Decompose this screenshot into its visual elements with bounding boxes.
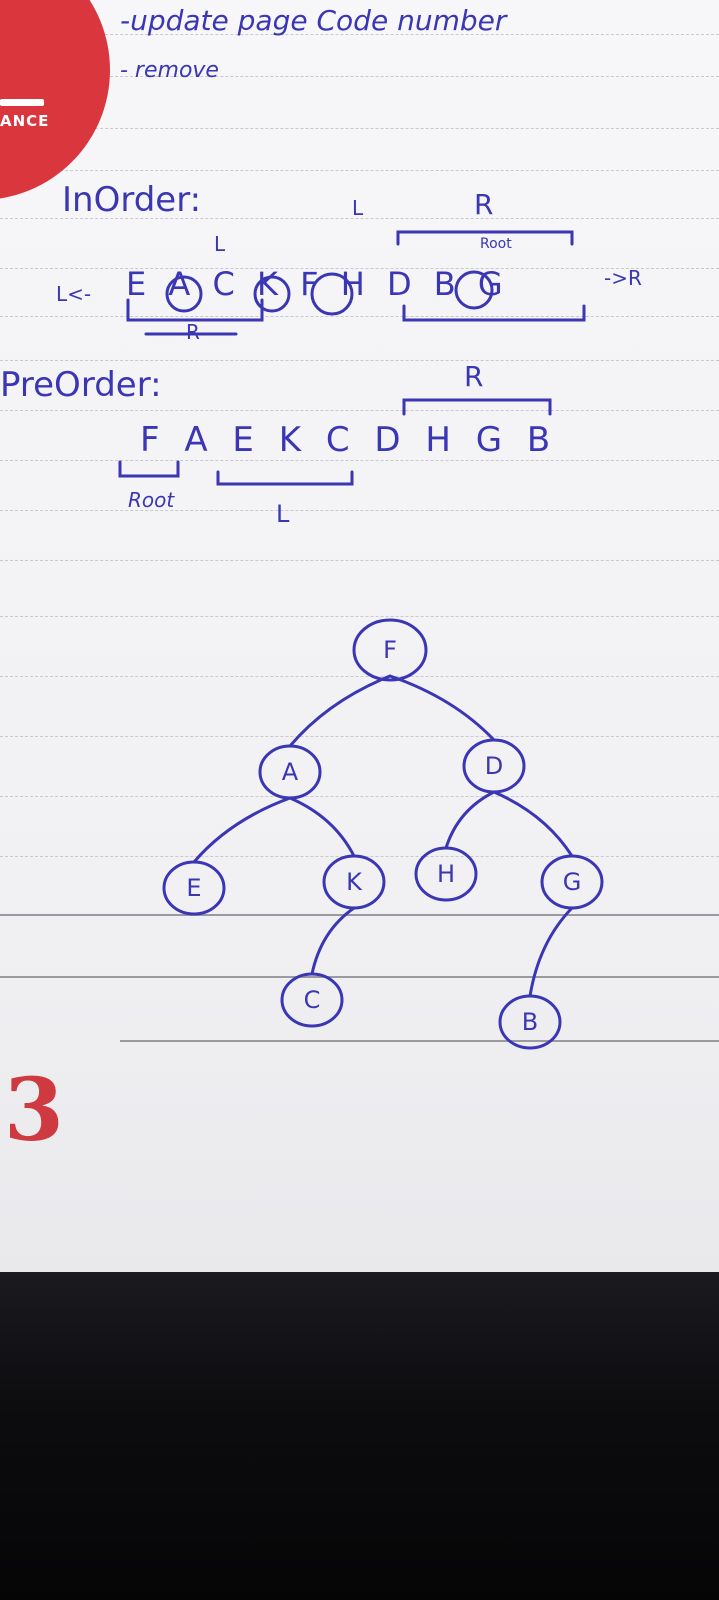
inorder-root-tag: Root: [480, 236, 512, 252]
rule-line: [0, 128, 719, 129]
rule-line: [0, 796, 719, 797]
node-G-label: G: [563, 868, 582, 896]
binary-tree-diagram: F A D E K H G C B: [118, 230, 604, 1050]
node-G-circle: [540, 854, 604, 910]
rule-line: [0, 460, 719, 461]
bracket: [396, 230, 574, 246]
node-A-label: A: [282, 758, 299, 786]
bracket: [402, 304, 586, 322]
node-D-label: D: [485, 752, 503, 780]
inorder-arrow-right: ->R: [604, 266, 642, 290]
edge-F-D: [388, 674, 496, 742]
node-A-circle: [258, 744, 322, 800]
node-H-circle: [414, 846, 478, 902]
edge-G-B: [528, 906, 574, 998]
preorder-root-tag: Root: [128, 488, 175, 512]
node-F-circle: [352, 618, 428, 682]
node-D-circle: [462, 738, 526, 794]
preorder-label: PreOrder:: [0, 365, 162, 405]
node-K-label: K: [346, 868, 363, 896]
rule-line: [0, 170, 719, 171]
inorder-sub-right: R: [186, 320, 200, 344]
node-B-label: B: [522, 1008, 538, 1036]
bracket: [126, 298, 264, 322]
notebook-page: ANCE -update page Code number - remove I…: [0, 0, 719, 1272]
rule-line: [0, 218, 719, 219]
rule-line: [0, 976, 719, 978]
node-F-label: F: [383, 636, 397, 664]
rule-line: [0, 268, 719, 269]
edge-A-E: [192, 796, 292, 864]
node-H-label: H: [437, 860, 455, 888]
bracket: [402, 398, 552, 416]
node-circle: [310, 272, 354, 316]
node-E-circle: [162, 860, 226, 916]
node-C-circle: [280, 972, 344, 1028]
bracket: [216, 470, 354, 486]
rule-line: [0, 676, 719, 677]
rule-line: [120, 1040, 719, 1042]
node-circle: [165, 275, 203, 313]
rule-line: [0, 736, 719, 737]
inorder-right-marker: R: [474, 188, 494, 221]
node-B-circle: [498, 994, 562, 1050]
rule-line: [0, 410, 719, 411]
brand-mark: [0, 99, 44, 106]
inorder-arrow-left: L<-: [56, 282, 92, 306]
rule-line: [0, 616, 719, 617]
preorder-right-marker: R: [464, 360, 484, 393]
edge-D-G: [492, 790, 574, 858]
brand-text: ANCE: [0, 112, 50, 130]
preorder-left-marker: L: [276, 500, 290, 528]
rule-line: [0, 316, 719, 317]
inorder-label: InOrder:: [62, 180, 202, 220]
node-C-label: C: [304, 986, 321, 1014]
dark-background: [0, 1272, 719, 1600]
edge-D-H: [444, 790, 496, 850]
rule-line: [0, 360, 719, 361]
node-circle: [454, 270, 494, 310]
preorder-sequence: F A E K C D H G B: [140, 420, 558, 460]
rule-line: [0, 76, 719, 77]
note-line-1: -update page Code number: [120, 4, 507, 37]
node-K-circle: [322, 854, 386, 910]
edge-K-C: [310, 906, 356, 976]
rule-line: [0, 510, 719, 511]
inorder-l-mark: L: [214, 232, 226, 256]
rule-line: [0, 914, 719, 916]
rule-line: [0, 34, 719, 35]
edge-F-A: [288, 674, 392, 748]
node-circle: [253, 275, 291, 313]
rule-line: [0, 560, 719, 561]
edge-A-K: [288, 796, 356, 858]
note-line-2: - remove: [120, 58, 219, 83]
node-E-label: E: [186, 874, 201, 902]
inorder-left-marker: L: [352, 196, 364, 220]
page-number: 3: [4, 1060, 64, 1161]
bracket: [118, 460, 180, 478]
